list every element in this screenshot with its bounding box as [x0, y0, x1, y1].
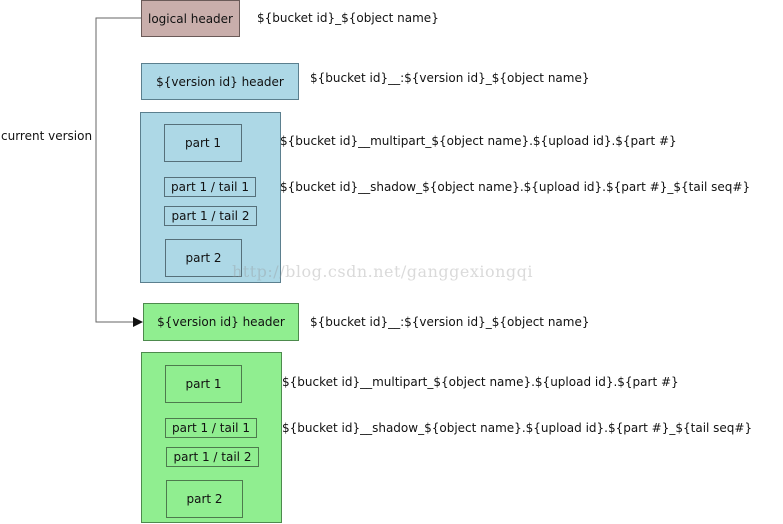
version-2-header-box: ${version id} header — [143, 303, 299, 341]
version-2-header-label: ${version id} header — [157, 315, 285, 329]
version-1-part-1-label: part 1 — [184, 136, 222, 150]
version-2-part-2: part 2 — [166, 480, 243, 518]
version-1-part-1-tail-1: part 1 / tail 1 — [164, 177, 256, 197]
logical-header-key: ${bucket id}_${object name} — [257, 11, 439, 25]
version-2-multipart-key: ${bucket id}__multipart_${object name}.$… — [282, 375, 679, 389]
version-2-shadow-key: ${bucket id}__shadow_${object name}.${up… — [282, 421, 753, 435]
current-version-label: current version — [1, 129, 93, 143]
version-2-part-1-tail-1-label: part 1 / tail 1 — [172, 421, 250, 435]
version-1-multipart-key: ${bucket id}__multipart_${object name}.$… — [280, 134, 677, 148]
version-1-part-2: part 2 — [165, 239, 242, 277]
version-2-part-1: part 1 — [165, 365, 242, 403]
arrowhead-icon — [133, 317, 143, 327]
version-2-part-1-label: part 1 — [185, 377, 222, 391]
version-1-header-label: ${version id} header — [156, 74, 284, 89]
version-1-part-1-tail-2: part 1 / tail 2 — [164, 206, 257, 226]
version-2-part-1-tail-2: part 1 / tail 2 — [166, 447, 259, 467]
version-2-part-2-label: part 2 — [186, 492, 223, 506]
version-1-header-key: ${bucket id}__:${version id}_${object na… — [310, 71, 590, 85]
version-2-header-key: ${bucket id}__:${version id}_${object na… — [310, 315, 590, 329]
logical-header-box: logical header — [141, 0, 240, 37]
version-2-part-1-tail-1: part 1 / tail 1 — [165, 418, 257, 438]
logical-header-label: logical header — [147, 11, 233, 26]
version-1-part-1-tail-2-label: part 1 / tail 2 — [171, 209, 250, 223]
version-1-part-1-tail-1-label: part 1 / tail 1 — [171, 180, 249, 194]
version-1-shadow-key: ${bucket id}__shadow_${object name}.${up… — [280, 180, 751, 194]
version-1-part-2-label: part 2 — [185, 251, 222, 265]
version-1-part-1: part 1 — [164, 124, 242, 162]
version-1-header-box: ${version id} header — [141, 63, 299, 100]
watermark: http://blog.csdn.net/ganggexiongqi — [232, 262, 534, 281]
version-2-part-1-tail-2-label: part 1 / tail 2 — [173, 450, 252, 464]
